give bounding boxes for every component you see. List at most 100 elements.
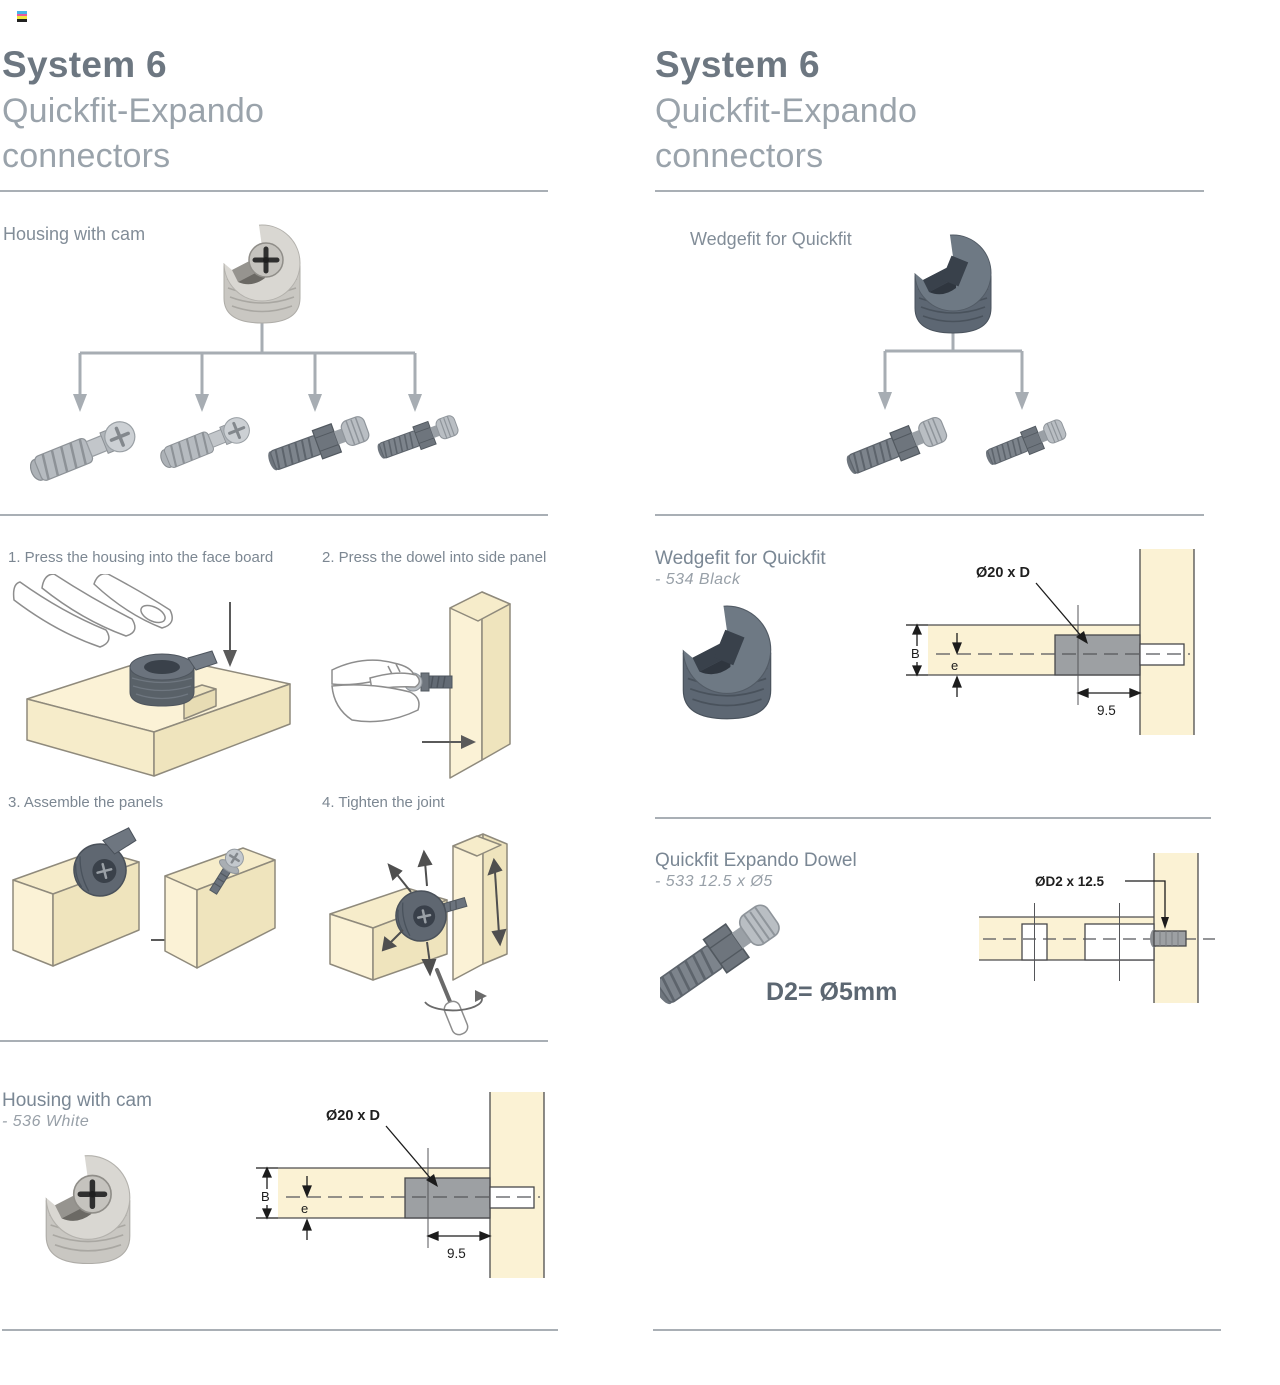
expando-dowel-product-code: - 533 12.5 x Ø5: [655, 873, 773, 890]
left-section-rule-1: [0, 514, 548, 516]
svg-text:e: e: [301, 1201, 308, 1216]
right-page-subtitle-line1: Quickfit-Expando: [655, 92, 918, 130]
tree-arrowheads: [878, 392, 1029, 410]
dowel-in-block: [209, 848, 244, 895]
press-down-arrow: [223, 602, 237, 667]
right-panel-block: [164, 847, 276, 969]
panel-section: [1140, 549, 1194, 735]
reg-yellow-bar: [17, 16, 27, 19]
wedgefit-family-tree-diagram: [841, 227, 1069, 482]
housing-tightened: [395, 890, 447, 942]
step4-illustration: [329, 833, 508, 1036]
housing-on-panel: [73, 827, 137, 897]
right-section-rule-1: [655, 514, 1204, 516]
reg-black-bar: [17, 18, 27, 22]
pin-threads: [1159, 931, 1179, 946]
hand-pressing: [12, 574, 173, 648]
screwdriver: [424, 968, 487, 1036]
left-page-subtitle-line1: Quickfit-Expando: [2, 92, 265, 130]
pin-callout: ØD2 x 12.5: [1035, 874, 1169, 929]
left-page-subtitle-line2: connectors: [2, 137, 171, 175]
panel-section: [1154, 853, 1198, 1003]
reg-cyan-bar: [17, 11, 27, 14]
right-page-title: System 6: [655, 44, 820, 85]
right-header-rule: [655, 190, 1204, 192]
dim-B: B: [906, 623, 928, 677]
step2-illustration: [331, 591, 511, 779]
svg-text:Ø20 x D: Ø20 x D: [326, 1108, 380, 1124]
hole-callout: Ø20 x D: [326, 1108, 438, 1187]
right-technical-drawing-2: ØD2 x 12.5: [979, 853, 1215, 1003]
bolt-dowel-short: [373, 411, 461, 465]
dark-housing-product-image: [664, 598, 772, 720]
panel-section: [490, 1092, 544, 1278]
step2-label: 2. Press the dowel into side panel: [322, 549, 547, 566]
dark-housing-image: [898, 227, 992, 334]
step3-illustration: [12, 827, 276, 969]
dim-e: e: [301, 1176, 312, 1240]
drill-hole-20mm: [404, 1177, 491, 1219]
press-right-arrow: [422, 735, 476, 749]
drawing-outlines: [928, 549, 1195, 735]
tree-arrowheads: [73, 394, 422, 412]
step1-illustration: [12, 574, 291, 777]
step1-label: 1. Press the housing into the face board: [8, 549, 274, 566]
housing-being-pressed: [129, 650, 218, 707]
left-product-name: Housing with cam: [2, 1090, 152, 1111]
euro-dowel-long: [30, 415, 142, 489]
bolt-dowel-long: [263, 411, 373, 478]
tree-connector-lines: [883, 331, 1024, 394]
dim-9-5: 9.5: [1076, 688, 1142, 718]
right-page-subtitle-line2: connectors: [655, 137, 824, 175]
drawing-outlines: [979, 853, 1199, 1003]
expando-pin: [1153, 930, 1187, 947]
print-registration-mark: [17, 11, 27, 22]
tree-connector-lines: [78, 321, 417, 396]
left-product-code: - 536 White: [2, 1113, 90, 1130]
board-face: [26, 655, 291, 777]
svg-text:B: B: [261, 1189, 270, 1204]
svg-text:ØD2 x 12.5: ØD2 x 12.5: [1035, 874, 1105, 889]
drill-hole-20mm: [1054, 634, 1141, 676]
right-section-rule-2: [655, 817, 1211, 819]
left-section-rule-2: [0, 1040, 548, 1042]
right-footer-rule: [653, 1329, 1221, 1331]
vertical-panel: [452, 833, 508, 981]
expando-dowel-product-name: Quickfit Expando Dowel: [655, 850, 857, 871]
left-page-title: System 6: [2, 44, 167, 85]
reg-magenta-bar: [17, 13, 27, 16]
left-tree-label: Housing with cam: [3, 224, 146, 244]
svg-text:e: e: [951, 658, 958, 673]
left-technical-drawing: B e 9.5 Ø20 x D: [256, 1092, 545, 1278]
euro-dowel-short: [155, 412, 255, 475]
dim-B: B: [256, 1166, 278, 1220]
svg-text:B: B: [911, 646, 920, 661]
expansion-arrows: [381, 849, 507, 977]
housing-family-tree-diagram: [30, 216, 461, 489]
step3-label: 3. Assemble the panels: [8, 794, 164, 811]
dowel-pin: [489, 1186, 535, 1209]
dim-9-5: 9.5: [426, 1231, 492, 1261]
dowel-pin: [1139, 643, 1185, 666]
wedgefit-product-name: Wedgefit for Quickfit: [655, 548, 826, 569]
right-technical-drawing-1: B e 9.5 Ø20 x D: [906, 549, 1195, 735]
drawing-outlines: [278, 1092, 545, 1278]
wedgefit-product-code: - 534 Black: [655, 571, 741, 588]
white-housing-image: [208, 218, 300, 323]
svg-text:Ø20 x D: Ø20 x D: [976, 565, 1030, 581]
left-header-rule: [0, 190, 548, 192]
d2-dimension-note: D2= Ø5mm: [766, 978, 898, 1006]
white-housing-product-image: [22, 1148, 157, 1273]
hand-holding-dowel: [331, 659, 420, 723]
bolt-dowel-short: [981, 415, 1069, 471]
crosshair-lines: [1034, 903, 1120, 981]
left-footer-rule: [2, 1329, 558, 1331]
bolt-dowel-long: [841, 412, 951, 482]
svg-text:9.5: 9.5: [1097, 703, 1116, 718]
step4-label: 4. Tighten the joint: [322, 794, 445, 811]
svg-text:9.5: 9.5: [447, 1246, 466, 1261]
hole-callout: Ø20 x D: [976, 565, 1088, 644]
side-panel: [449, 591, 511, 779]
dim-e: e: [951, 633, 962, 697]
